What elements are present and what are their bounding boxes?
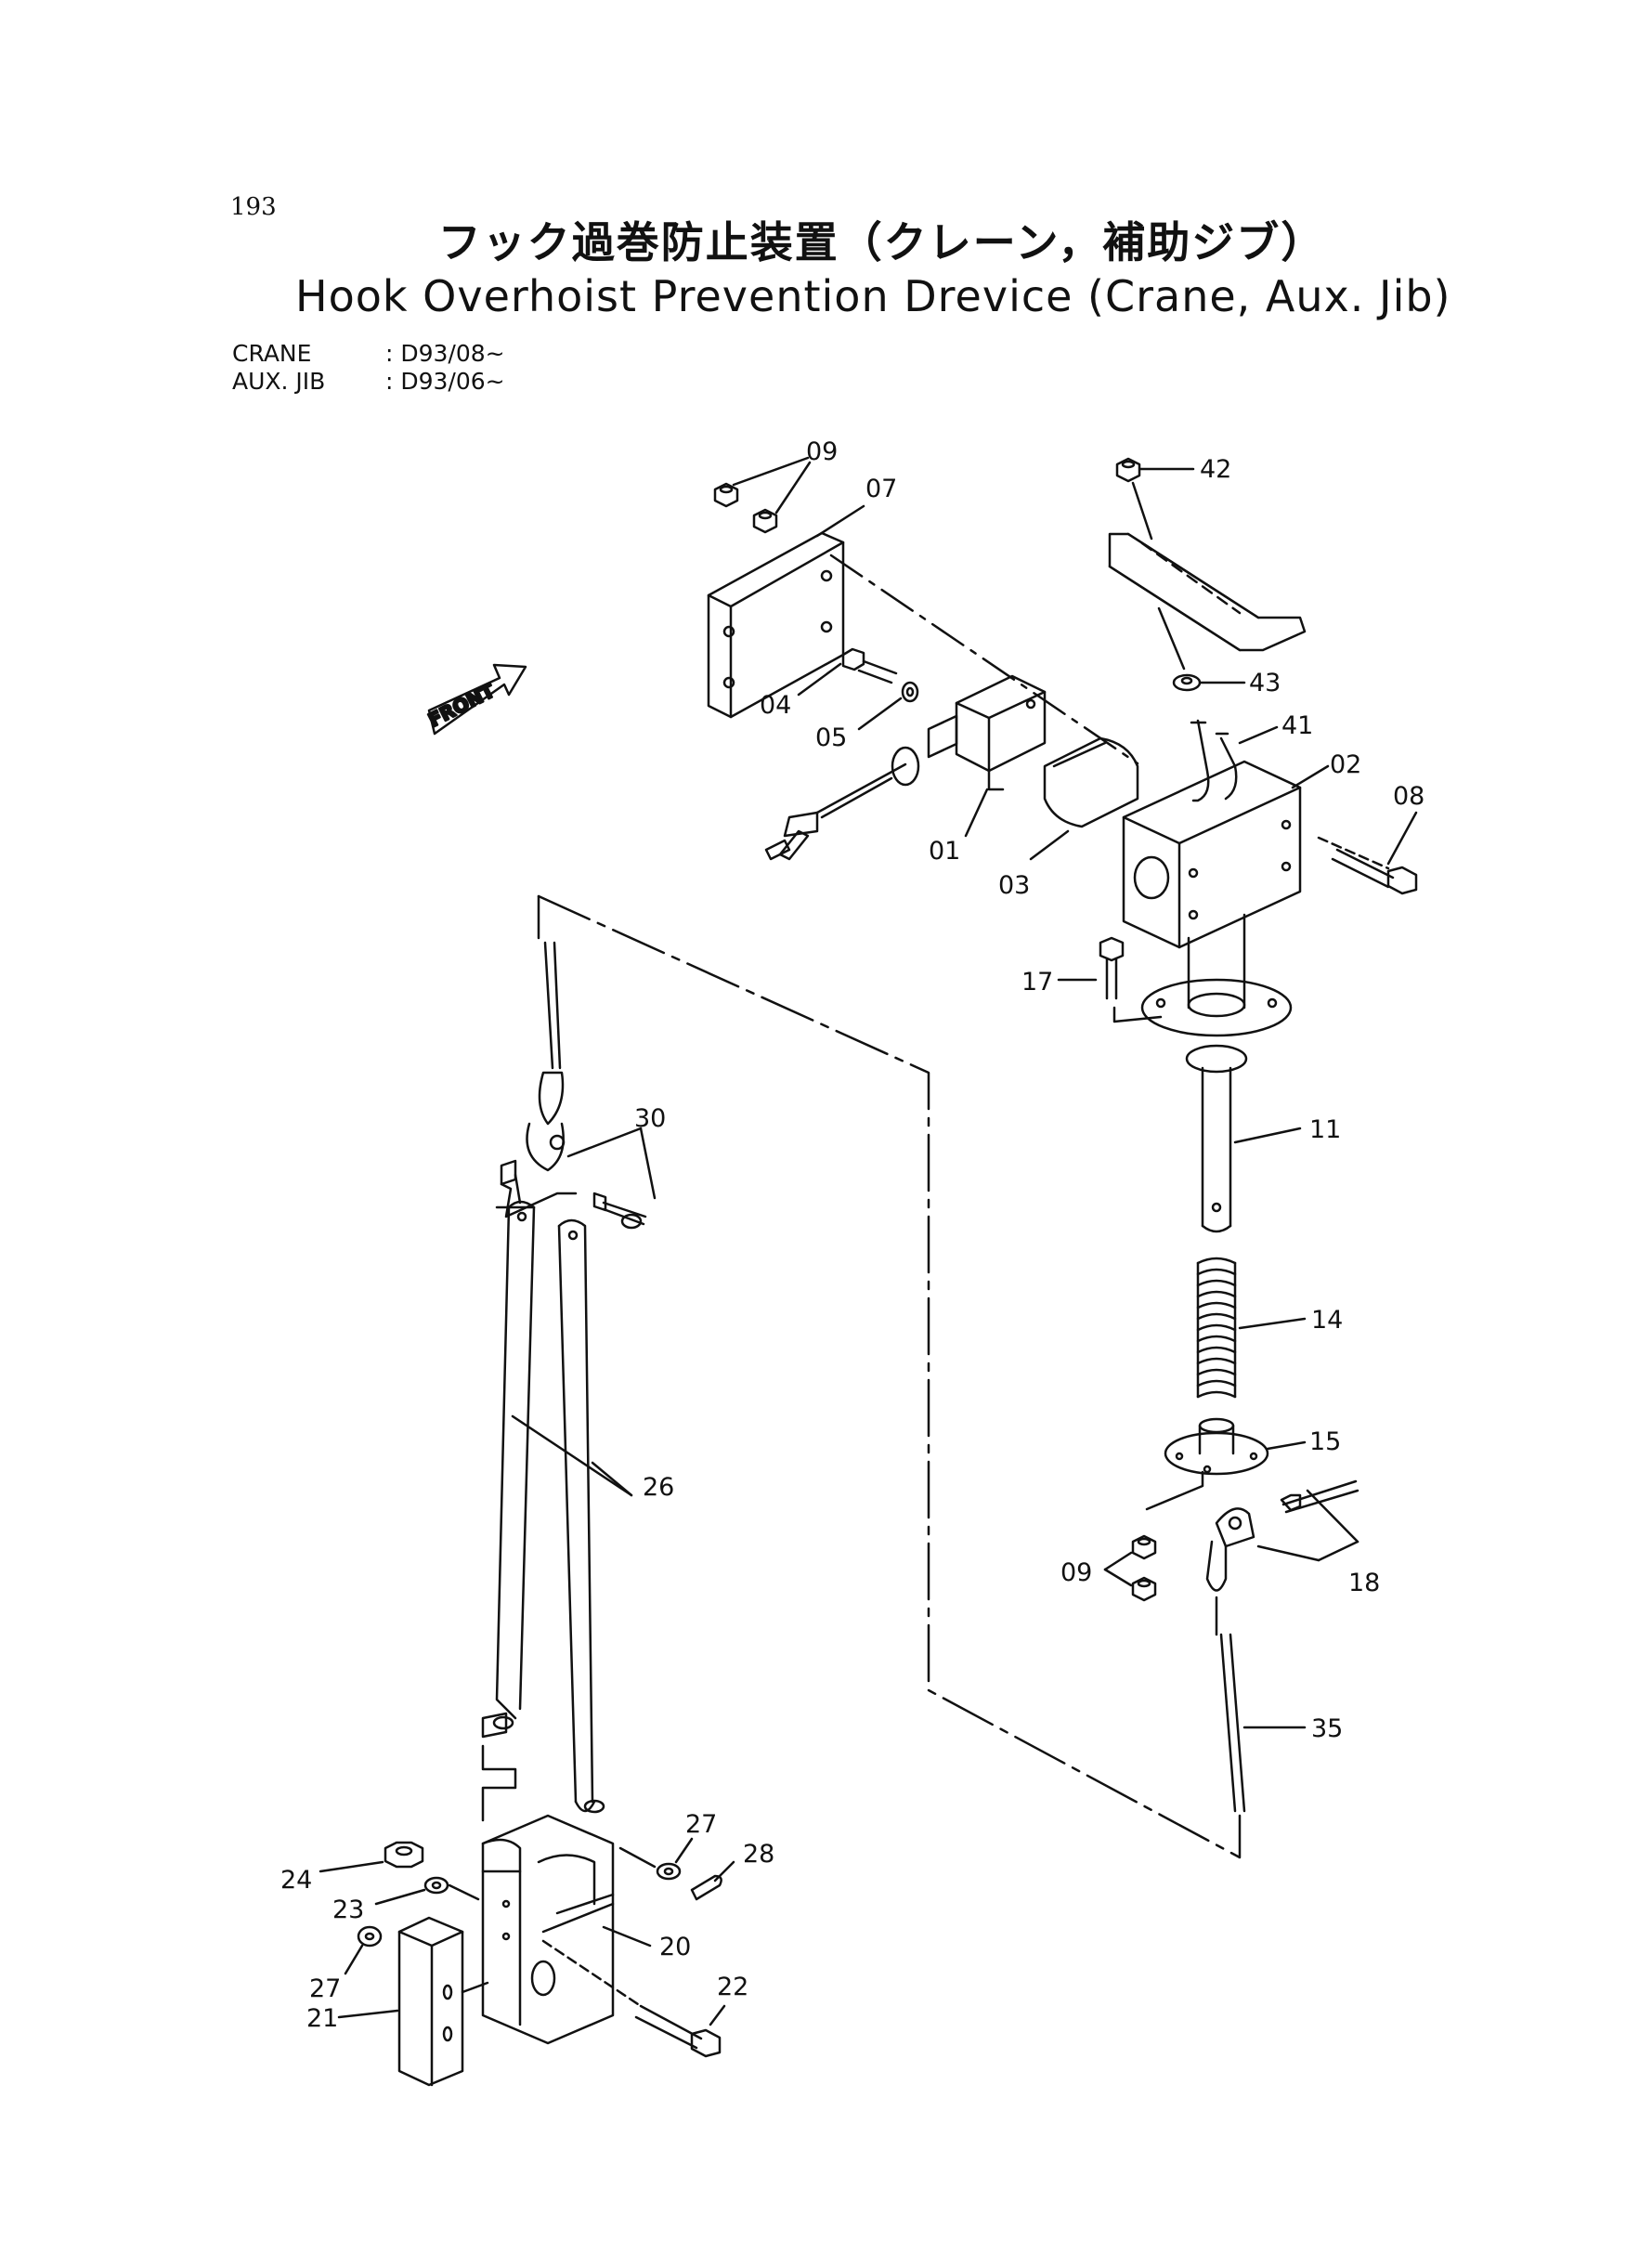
label-42: 42 xyxy=(1200,455,1231,484)
part-42-nut-bracket xyxy=(1108,457,1307,671)
serial-aux-jib-label: AUX. JIB xyxy=(232,368,326,395)
part-35-wire-rope xyxy=(1215,1596,1307,1813)
part-07-plate xyxy=(707,504,1139,765)
serial-aux-jib: AUX. JIB : D93/06~ xyxy=(232,368,505,395)
label-22: 22 xyxy=(717,1973,748,2001)
part-15-spring-seat xyxy=(1145,1417,1307,1511)
part-41-u-bolt xyxy=(1190,719,1279,802)
serial-crane-value: : D93/08~ xyxy=(385,340,505,367)
part-11-pin xyxy=(1185,1044,1302,1233)
part-05-washer xyxy=(857,681,919,731)
title-english: Hook Overhoist Prevention Drevice (Crane… xyxy=(295,271,1451,321)
label-23: 23 xyxy=(332,1896,364,1924)
label-20: 20 xyxy=(659,1933,691,1961)
part-30-shackle-pin xyxy=(526,941,657,1230)
front-arrow-label: FRONT xyxy=(424,679,498,731)
label-01: 01 xyxy=(929,837,960,866)
serial-crane-label: CRANE xyxy=(232,340,312,367)
serial-aux-jib-value: : D93/06~ xyxy=(385,368,505,395)
front-arrow-icon: FRONT xyxy=(423,663,527,736)
assembly-guide-lines xyxy=(537,894,1242,1859)
part-04-bolt xyxy=(797,647,898,697)
part-26-links xyxy=(481,1159,633,1822)
label-18: 18 xyxy=(1348,1569,1380,1597)
label-27-bottom: 27 xyxy=(309,1974,341,2003)
label-09-bottom: 09 xyxy=(1060,1558,1092,1587)
label-14: 14 xyxy=(1311,1306,1343,1335)
part-08-bolt xyxy=(1317,811,1418,895)
part-20-block xyxy=(481,1814,652,2045)
label-05: 05 xyxy=(815,723,847,752)
label-26: 26 xyxy=(643,1473,674,1502)
part-number-labels: 09 07 42 04 05 43 41 02 08 01 03 17 11 3… xyxy=(280,437,1424,2033)
label-15: 15 xyxy=(1309,1427,1341,1456)
label-08: 08 xyxy=(1393,782,1424,811)
part-27-washer-top xyxy=(618,1837,694,1881)
part-17-bolt xyxy=(1057,936,1125,1000)
label-24: 24 xyxy=(280,1866,312,1895)
part-24-nut xyxy=(319,1841,424,1873)
label-28: 28 xyxy=(743,1840,774,1869)
part-22-bolt xyxy=(634,2004,726,2058)
part-28-cotter-pin xyxy=(690,1860,735,1901)
label-07: 07 xyxy=(865,475,897,503)
label-41: 41 xyxy=(1281,711,1313,740)
label-27-top: 27 xyxy=(685,1810,717,1839)
part-27-washer-bottom xyxy=(344,1925,383,1975)
label-35: 35 xyxy=(1311,1714,1343,1743)
part-02-bracket-post xyxy=(1112,760,1330,1037)
title-japanese: フック過巻防止装置（クレーン，補助ジブ） xyxy=(437,217,1326,267)
label-03: 03 xyxy=(998,871,1030,900)
label-04: 04 xyxy=(760,691,791,720)
part-21-plate xyxy=(337,1916,489,2087)
label-21: 21 xyxy=(306,2004,338,2033)
label-43: 43 xyxy=(1249,669,1281,697)
part-01-limit-switch xyxy=(764,674,1047,861)
label-30: 30 xyxy=(634,1104,666,1133)
part-43-washer xyxy=(1172,673,1246,692)
label-11: 11 xyxy=(1309,1115,1341,1144)
page-number: 193 xyxy=(230,193,277,221)
part-14-spring xyxy=(1196,1257,1307,1399)
label-09-top: 09 xyxy=(806,437,838,466)
part-09-nuts-bottom xyxy=(1103,1534,1157,1602)
part-18-shackle xyxy=(1205,1479,1359,1592)
part-03-cover xyxy=(1029,736,1139,861)
label-02: 02 xyxy=(1330,750,1361,779)
serial-crane: CRANE : D93/08~ xyxy=(232,340,505,367)
part-23-washer xyxy=(374,1876,480,1906)
label-17: 17 xyxy=(1021,968,1053,997)
part-09-nuts-top xyxy=(713,456,812,534)
